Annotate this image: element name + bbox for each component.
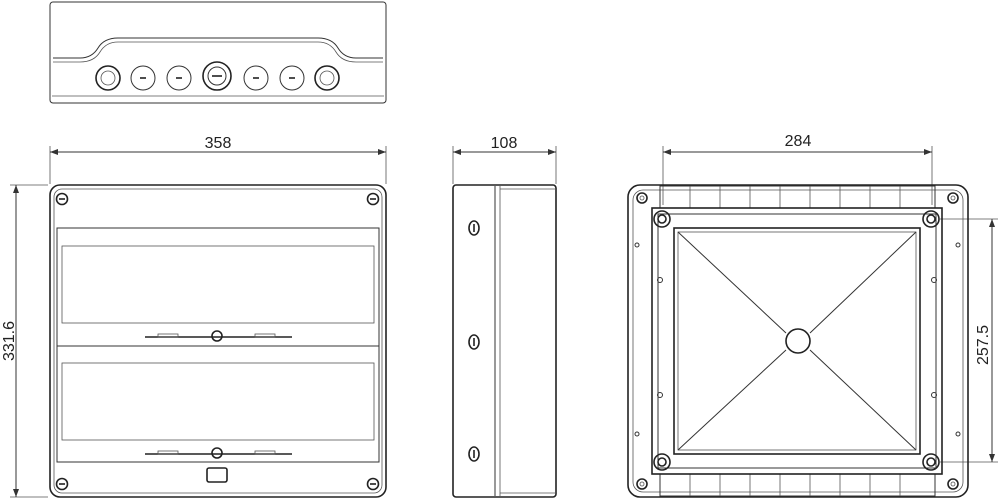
rail-clip-top <box>145 330 292 342</box>
knockout-2 <box>166 65 192 91</box>
front-height-dimension: 331.6 <box>1 184 48 498</box>
side-depth-dimension: 108 <box>452 135 557 184</box>
side-depth-label: 108 <box>491 135 518 152</box>
door-latch <box>206 467 228 483</box>
back-bottom-ribs <box>659 473 936 497</box>
knockout-4 <box>279 65 305 91</box>
back-cross-lines <box>677 231 917 451</box>
side-view: 108 <box>452 135 557 498</box>
cable-gland-right <box>314 65 340 91</box>
front-corner-screws <box>55 192 380 491</box>
center-knockout <box>785 328 811 354</box>
back-corner-holes <box>636 192 959 490</box>
cable-gland-left <box>95 65 121 91</box>
back-mounting-bolts <box>653 210 940 471</box>
rail-clip-bottom <box>145 447 292 459</box>
back-height-label: 257.5 <box>975 325 992 365</box>
knockout-1 <box>130 65 156 91</box>
front-width-label: 358 <box>205 135 232 152</box>
cable-gland-center <box>202 61 232 91</box>
back-width-dimension: 284 <box>662 133 933 205</box>
front-height-label: 331.6 <box>1 321 18 361</box>
back-width-label: 284 <box>785 133 812 150</box>
front-view: 358 331.6 <box>1 135 387 498</box>
back-view: 284 257.5 <box>627 133 998 498</box>
side-hinge-screws <box>468 220 480 462</box>
top-view <box>49 1 387 104</box>
back-top-ribs <box>659 185 936 209</box>
front-width-dimension: 358 <box>49 135 387 184</box>
knockout-3 <box>243 65 269 91</box>
back-height-dimension: 257.5 <box>940 218 998 463</box>
back-side-holes <box>634 242 961 437</box>
